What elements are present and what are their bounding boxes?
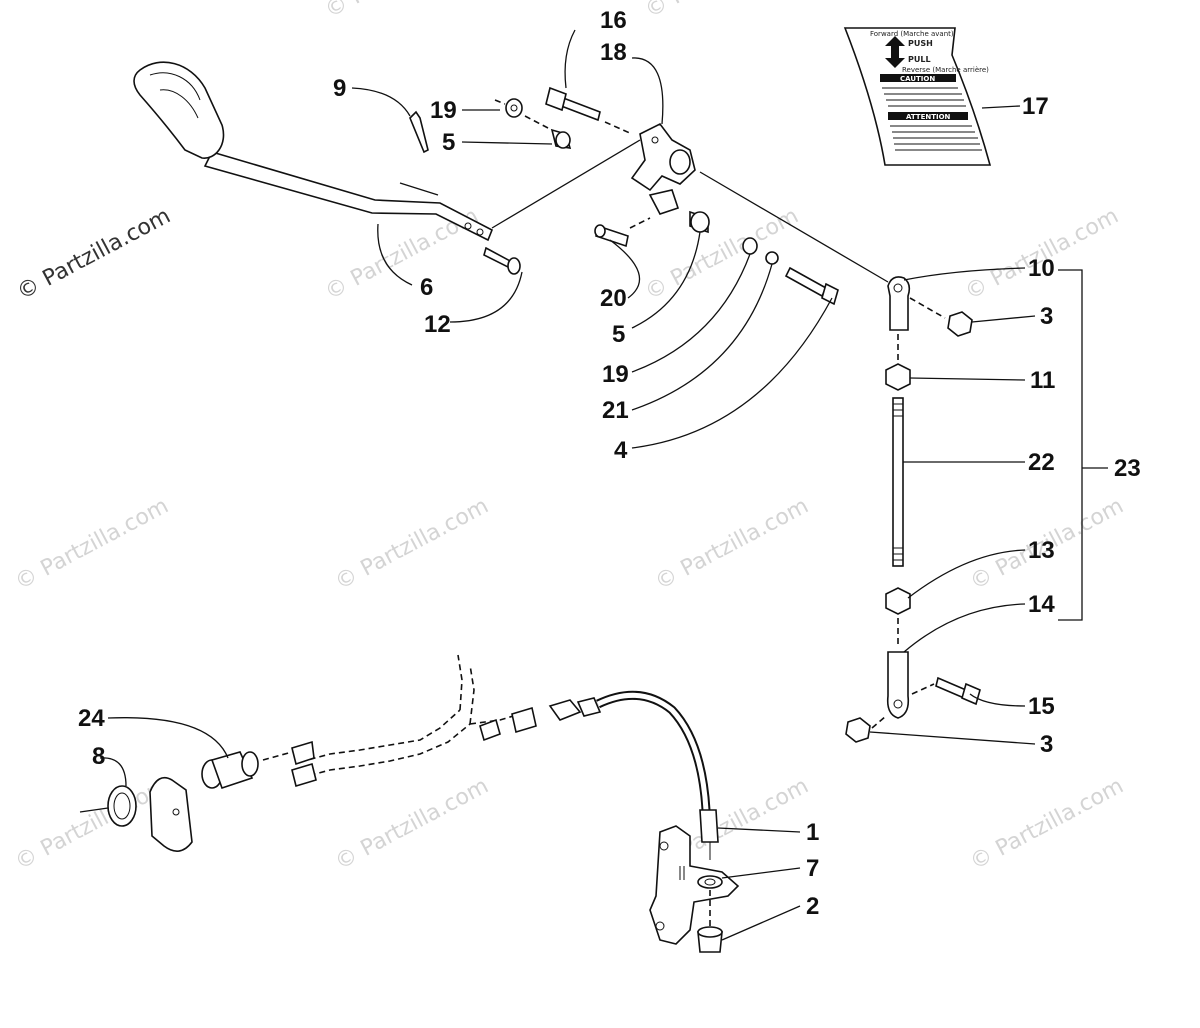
shift-decal: Forward (Marche avant) PUSH PULL Reverse… <box>843 27 992 166</box>
watermark: © Partzilla.com <box>651 494 813 596</box>
callout-7: 7 <box>806 855 819 882</box>
callout-24: 24 <box>78 705 105 732</box>
lock-washer <box>765 251 779 265</box>
callout-22: 22 <box>1028 449 1055 476</box>
watermark: © Partzilla.com <box>641 0 803 23</box>
threaded-rod <box>892 397 904 567</box>
bushing-5-top <box>524 115 572 149</box>
callout-17: 17 <box>1022 93 1049 120</box>
watermark: © Partzilla.com <box>641 204 803 306</box>
reverse-switch <box>201 751 259 790</box>
watermark: © Partzilla.com <box>321 0 483 23</box>
callout-12: 12 <box>424 311 451 338</box>
shift-bracket <box>630 122 696 215</box>
callout-20: 20 <box>600 285 627 312</box>
callout-2: 2 <box>806 893 819 920</box>
switch-plate <box>149 776 193 852</box>
bolt-4 <box>784 266 839 306</box>
rod-end-lower <box>886 651 910 719</box>
grommet <box>697 875 723 889</box>
bushing-5-lower <box>689 210 710 234</box>
leader-lines <box>99 29 1108 941</box>
wiring-harness <box>291 654 537 788</box>
watermark-primary: © Partzilla.com <box>13 204 175 306</box>
washer-19-lower <box>742 237 758 255</box>
sensor-bracket <box>649 825 740 945</box>
assembly-bracket-23 <box>1058 269 1083 621</box>
bolt-16 <box>545 86 633 135</box>
plug <box>697 926 723 953</box>
callout-6: 6 <box>420 274 433 301</box>
watermark: © Partzilla.com <box>331 774 493 876</box>
sensor-cable <box>596 690 711 811</box>
decal-bottom-label: Reverse (Marche arrière) <box>902 66 989 74</box>
decal-caution: CAUTION <box>900 75 935 83</box>
rod-end-upper <box>887 276 911 331</box>
callout-5: 5 <box>612 321 625 348</box>
nut-3-lower <box>845 715 887 743</box>
watermark: © Partzilla.com <box>11 494 173 596</box>
callout-8: 8 <box>92 743 105 770</box>
cotter-pin <box>409 110 429 154</box>
watermark: © Partzilla.com <box>966 774 1128 876</box>
connector <box>548 697 602 721</box>
callout-21: 21 <box>602 397 629 424</box>
jam-nut-13 <box>885 587 911 615</box>
callout-3: 3 <box>1040 303 1053 330</box>
bolt-15 <box>911 676 981 706</box>
callout-5: 5 <box>442 129 455 156</box>
washer-19-top <box>505 98 523 118</box>
shift-lever <box>133 61 494 242</box>
clevis-pin <box>483 246 521 275</box>
watermark: © Partzilla.com <box>11 774 173 876</box>
sensor <box>699 809 719 860</box>
callout-1: 1 <box>806 819 819 846</box>
nut-3-upper <box>947 311 973 337</box>
callout-13: 13 <box>1028 537 1055 564</box>
decal-top-label: Forward (Marche avant) <box>870 30 954 38</box>
jam-nut-11 <box>885 363 911 391</box>
bushing-20 <box>594 217 651 248</box>
callout-19: 19 <box>430 97 457 124</box>
callout-11: 11 <box>1030 367 1055 394</box>
decal-pull: PULL <box>908 55 931 64</box>
callout-15: 15 <box>1028 693 1055 720</box>
decal-push: PUSH <box>908 39 933 48</box>
callout-19: 19 <box>602 361 629 388</box>
callout-23: 23 <box>1114 455 1141 482</box>
callout-4: 4 <box>614 437 628 464</box>
decal-attention: ATTENTION <box>906 113 951 121</box>
callouts: 9 19 5 6 12 16 18 20 5 19 21 4 17 10 3 1… <box>78 7 1141 920</box>
watermark: © Partzilla.com <box>331 494 493 596</box>
switch-nut <box>107 785 137 827</box>
callout-3: 3 <box>1040 731 1053 758</box>
callout-9: 9 <box>333 75 346 102</box>
callout-14: 14 <box>1028 591 1055 618</box>
callout-18: 18 <box>600 39 627 66</box>
callout-10: 10 <box>1028 255 1055 282</box>
callout-16: 16 <box>600 7 627 34</box>
